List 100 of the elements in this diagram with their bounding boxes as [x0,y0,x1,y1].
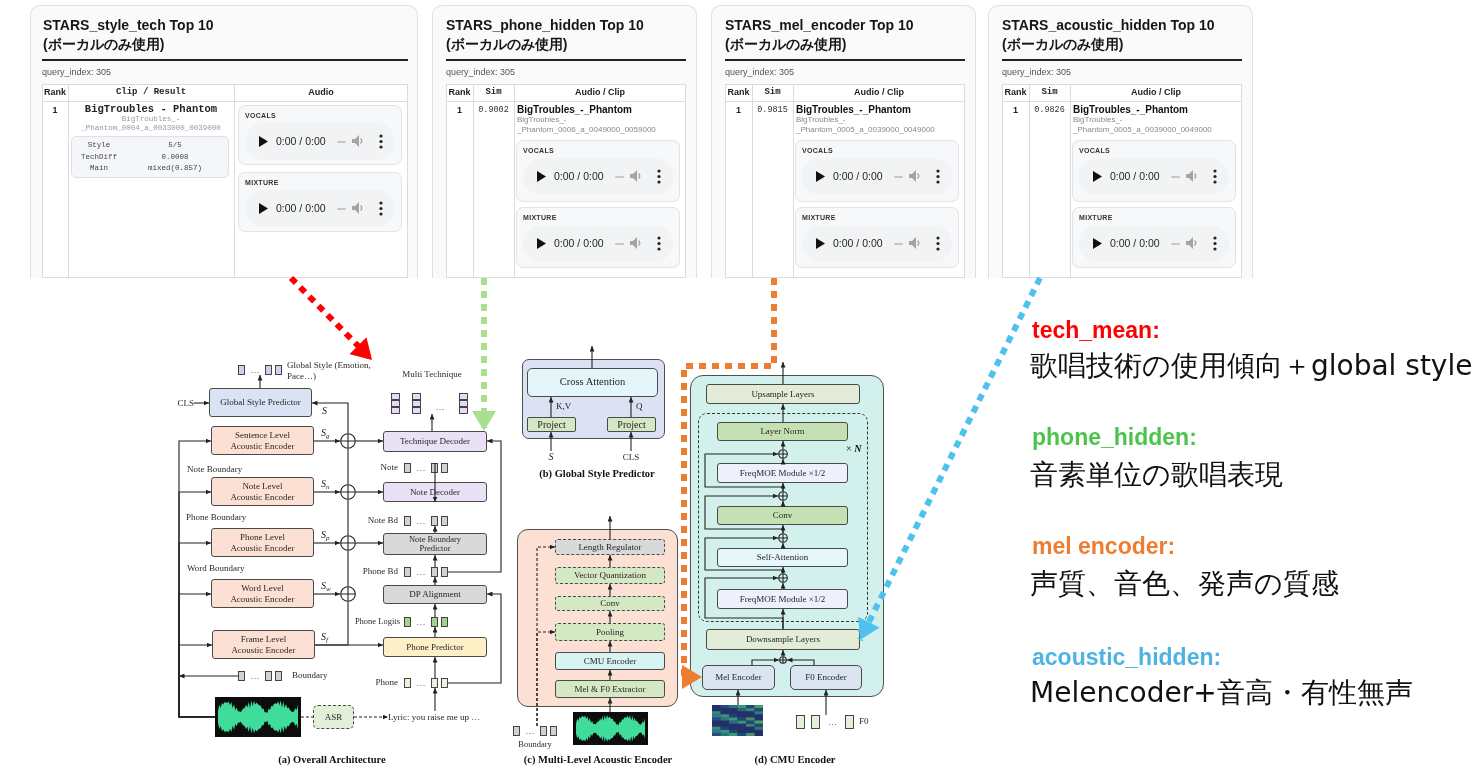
clip-id: BigTroubles_-_Phantom_0005_a_0039000_0049000 [796,115,936,135]
process-box: Phone Predictor [383,637,487,657]
edge-label: S$_{n}$ [321,478,330,493]
arrow [447,438,502,573]
clip-id: BigTroubles_-_Phantom_0006_a_0049000_0059000 [517,115,657,135]
process-box: Self-Attention [717,548,848,567]
arrow [751,657,780,666]
rank-number: 1 [1012,105,1019,116]
dashed-line [300,716,314,718]
similarity-score: 0.9826 [1033,105,1066,116]
arrow [780,566,786,574]
module-panel [690,375,884,697]
arrow [432,687,438,712]
audio-card [1072,207,1236,268]
arrow [432,554,438,568]
arrow [548,396,554,418]
process-box: Note Decoder [383,482,487,502]
arrow [589,345,595,369]
arrow [780,440,786,450]
arrow [780,582,786,590]
arrow [193,400,210,406]
column-header: Audio [307,86,335,99]
connector-line [347,448,349,485]
process-box: Sentence Level Acoustic Encoder [211,426,314,455]
arrow [704,575,784,630]
ellipsis: … [415,617,427,627]
rank-number: 1 [51,105,59,116]
process-box: Pooling [555,623,665,641]
column-header: Rank [447,86,472,99]
ellipsis: … [249,671,261,681]
process-box: Conv [717,506,848,525]
arrow [313,540,341,546]
arrow [548,431,554,452]
arrow [355,489,384,495]
ellipsis: … [434,401,446,413]
arrow [447,591,502,684]
ellipsis: … [524,726,536,736]
ellipsis: … [415,516,427,526]
column-header: Sim [1040,86,1059,99]
edge-label: S$_{g}$ [321,427,330,442]
feature-name: tech_mean: [1032,317,1160,343]
token-label: Boundary [292,670,329,681]
ellipsis: … [249,365,261,375]
token-label: Phone [374,677,398,688]
results-panel [432,5,697,278]
time-display: 0:00 / 0:00 [1110,169,1160,184]
connector-line [347,499,349,536]
token-label: F0 [859,716,870,727]
results-panel [30,5,418,278]
process-box: Project [527,417,576,432]
column-header: Audio / Clip [853,86,905,99]
arrow [355,540,384,546]
column-header: Rank [1003,86,1028,99]
dotted-arrow [472,278,496,431]
panel-title: STARS_acoustic_hidden Top 10 (ボーカルのみ使用) [1002,16,1216,54]
arrow [432,603,438,618]
arrow [704,535,784,574]
clip-title: BigTroubles_-_Phantom [517,103,633,116]
token-label: Global Style (Emotion, Pace…) [287,360,372,382]
process-box: FreqMOE Module ×1/2 [717,589,848,609]
time-display: 0:00 / 0:00 [276,201,326,216]
feature-name: acoustic_hidden: [1032,644,1222,670]
process-box: Technique Decoder [383,431,487,452]
dotted-arrow [681,278,777,689]
input-label: Lyric: you raise me up … [388,711,494,724]
process-box: Vector Quantization [555,567,665,584]
clip-title: BigTroubles - Phantom [83,103,219,116]
process-box: Frame Level Acoustic Encoder [212,630,315,659]
column-header: Rank [726,86,751,99]
edge-label: S$_{f}$ [321,631,328,646]
process-box: Note Boundary Predictor [383,533,487,555]
arrow [704,451,784,492]
process-box: Length Regulator [555,539,665,555]
audio-card [795,140,959,202]
audio-card [238,172,402,232]
arrow [355,438,384,444]
process-box: Conv [555,596,665,611]
arrow [432,462,438,503]
ellipsis: … [415,463,427,473]
arrow [780,649,786,657]
arrow [786,657,815,666]
process-box: Global Style Predictor [209,388,312,417]
arrow [780,403,786,423]
process-box: ASR [313,705,354,729]
arrow [628,431,634,452]
time-display: 0:00 / 0:00 [554,236,604,251]
arrow [607,610,613,624]
feature-description: 歌唱技術の使用傾向＋global style [1030,349,1473,383]
process-box: Layer Norm [717,422,848,441]
arrow [735,689,741,706]
metrics-card [71,136,229,178]
similarity-score: 0.9815 [756,105,789,116]
repeat-block [698,413,868,622]
token-label: Phone Logits [353,616,400,627]
connector-line [314,601,349,646]
dashed-arrow [536,544,556,727]
arrow [780,482,786,492]
rank-number: 1 [735,105,742,116]
panel-title: STARS_mel_encoder Top 10 (ボーカルのみ使用) [725,16,915,54]
arrow [432,656,438,679]
